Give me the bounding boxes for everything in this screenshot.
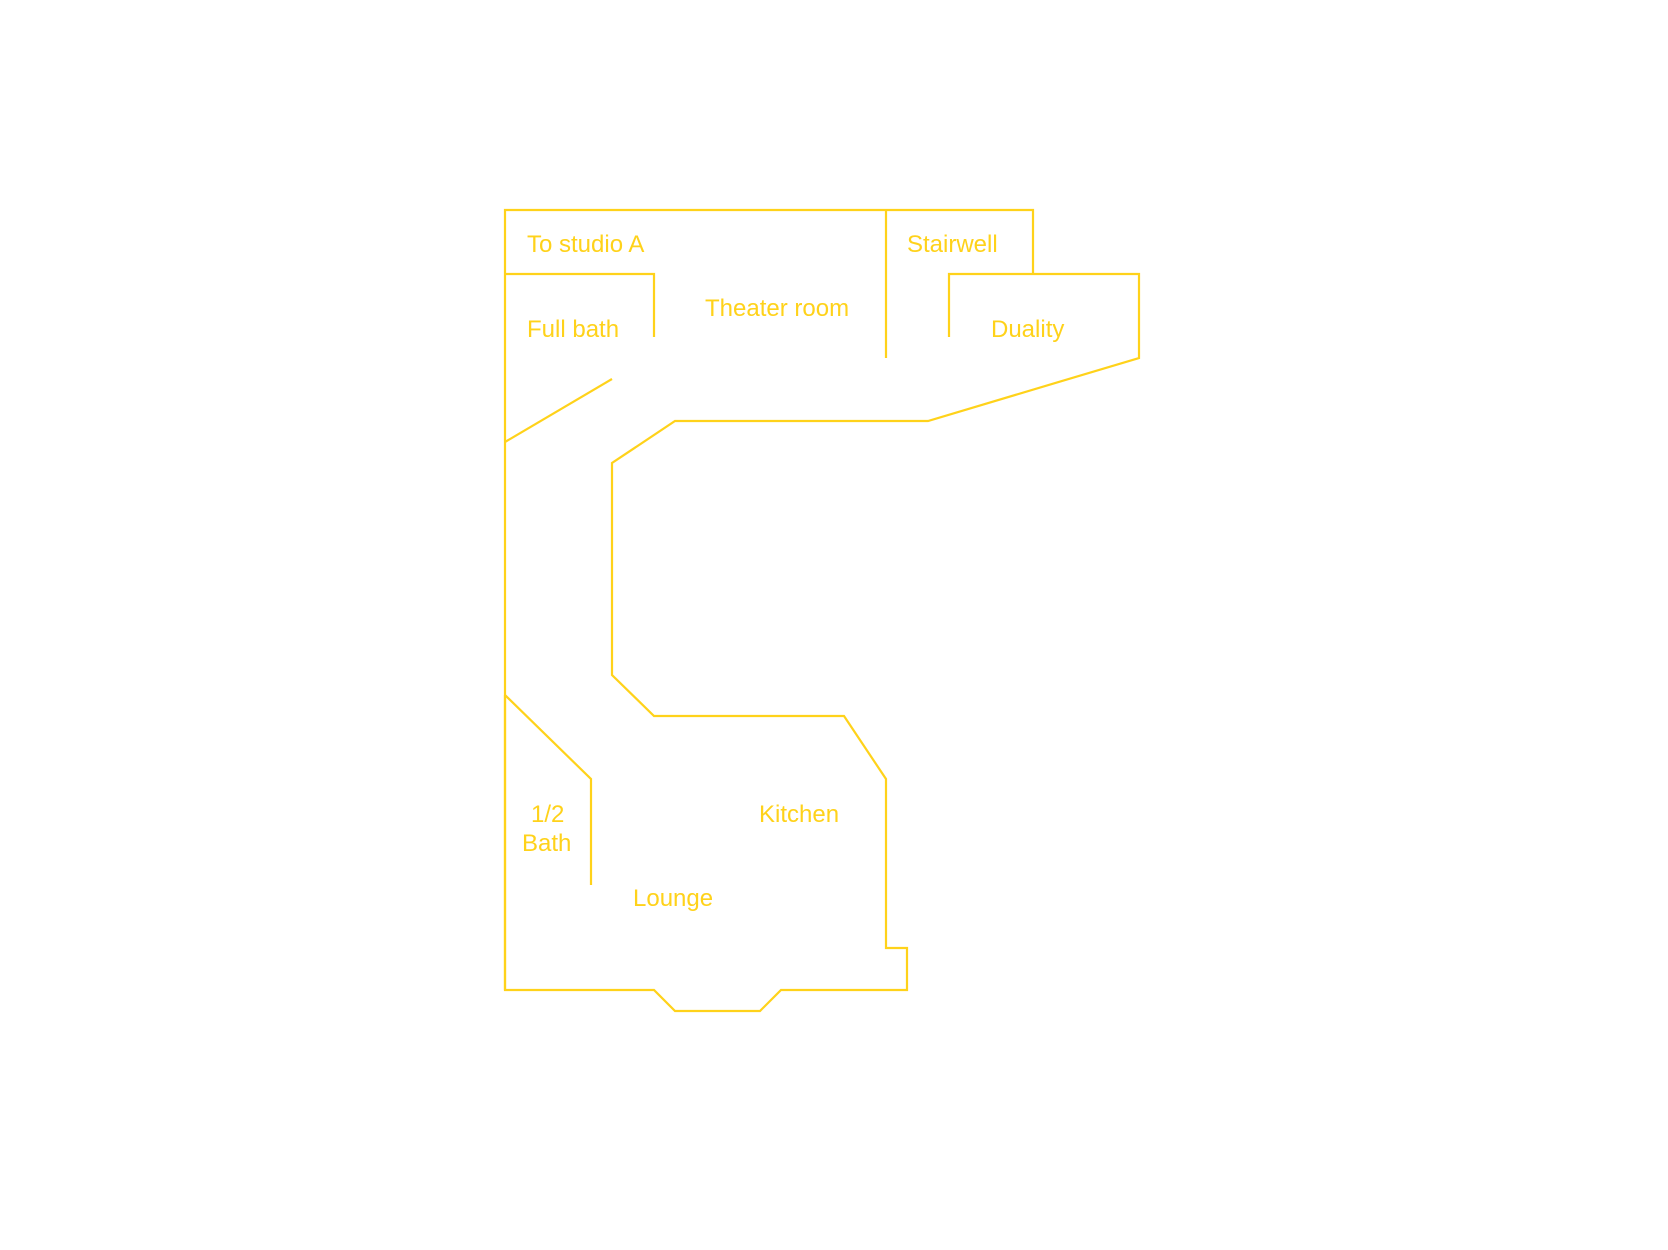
label-stairwell: Stairwell: [907, 231, 998, 258]
top-wall: [503, 208, 1035, 335]
full-bath-diagonal-wall: [504, 378, 613, 443]
label-to-studio-a: To studio A: [527, 231, 644, 258]
duality-wall: [503, 272, 1141, 1013]
full-bath-wall: [505, 272, 656, 337]
label-kitchen: Kitchen: [759, 801, 839, 828]
label-lounge: Lounge: [633, 885, 713, 912]
room-labels: To studio A Stairwell Theater room Full …: [522, 231, 1064, 912]
walls: [503, 208, 1141, 1013]
label-half-bath-line2: Bath: [522, 830, 571, 857]
label-full-bath: Full bath: [527, 316, 619, 343]
label-duality: Duality: [991, 316, 1064, 343]
half-bath-wall: [504, 694, 593, 885]
label-theater-room: Theater room: [705, 295, 849, 322]
label-half-bath-line1: 1/2: [531, 801, 564, 828]
